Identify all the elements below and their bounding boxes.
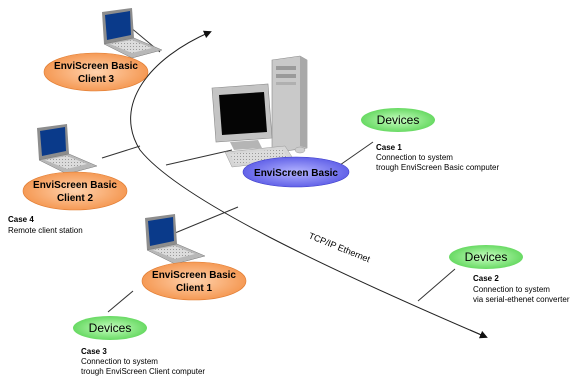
client3-label-line2: Client 3	[78, 74, 115, 85]
server-node: EnviScreen Basic	[242, 156, 350, 188]
case4-title: Case 4	[8, 215, 34, 224]
laptop-icon	[37, 124, 98, 175]
laptop-icon	[102, 8, 163, 59]
client2-connector	[101, 145, 141, 159]
devices1-node: Devices	[361, 108, 435, 132]
server-label: EnviScreen Basic	[254, 168, 338, 179]
case2-title: Case 2	[473, 274, 499, 283]
case2-line2: via serial-ethenet converter	[473, 295, 570, 304]
devices3-label: Devices	[89, 321, 132, 335]
case1-annotation: Case 1 Connection to system trough EnviS…	[376, 143, 500, 172]
case4-annotation: Case 4 Remote client station	[8, 215, 83, 235]
case4-line1: Remote client station	[8, 226, 83, 235]
case2-line1: Connection to system	[473, 285, 550, 294]
client3-label-line1: EnviScreen Basic	[54, 61, 138, 72]
case1-title: Case 1	[376, 143, 402, 152]
laptop-icon	[145, 214, 206, 265]
client2-node: EnviScreen Basic Client 2	[22, 171, 128, 211]
devices2-label: Devices	[465, 250, 508, 264]
case1-connector	[339, 141, 374, 166]
client2-label-line2: Client 2	[57, 193, 94, 204]
client2-label-line1: EnviScreen Basic	[33, 180, 117, 191]
client1-node: EnviScreen Basic Client 1	[141, 261, 247, 301]
client3-node: EnviScreen Basic Client 3	[43, 52, 149, 92]
client1-label-line1: EnviScreen Basic	[152, 270, 236, 281]
server-connector	[165, 149, 233, 166]
network-label: TCP/IP Ethernet	[307, 231, 372, 265]
case3-connector	[107, 290, 134, 313]
case1-line2: trough EnviScreen Basic computer	[376, 163, 500, 172]
devices2-node: Devices	[449, 245, 523, 269]
case3-line2: trough EnviScreen Client computer	[81, 367, 205, 376]
case2-annotation: Case 2 Connection to system via serial-e…	[473, 274, 570, 304]
case2-connector	[417, 268, 456, 302]
devices1-label: Devices	[377, 113, 420, 127]
ethernet-backbone-arrow-bottom	[469, 329, 488, 339]
case3-title: Case 3	[81, 347, 107, 356]
devices3-node: Devices	[73, 316, 147, 340]
case1-line1: Connection to system	[376, 153, 453, 162]
desktop-computer-icon	[211, 55, 308, 168]
client1-label-line2: Client 1	[176, 283, 213, 294]
ethernet-backbone-line	[130, 30, 487, 338]
case3-line1: Connection to system	[81, 357, 158, 366]
case3-annotation: Case 3 Connection to system trough EnviS…	[81, 347, 205, 376]
client1-connector	[174, 206, 239, 234]
